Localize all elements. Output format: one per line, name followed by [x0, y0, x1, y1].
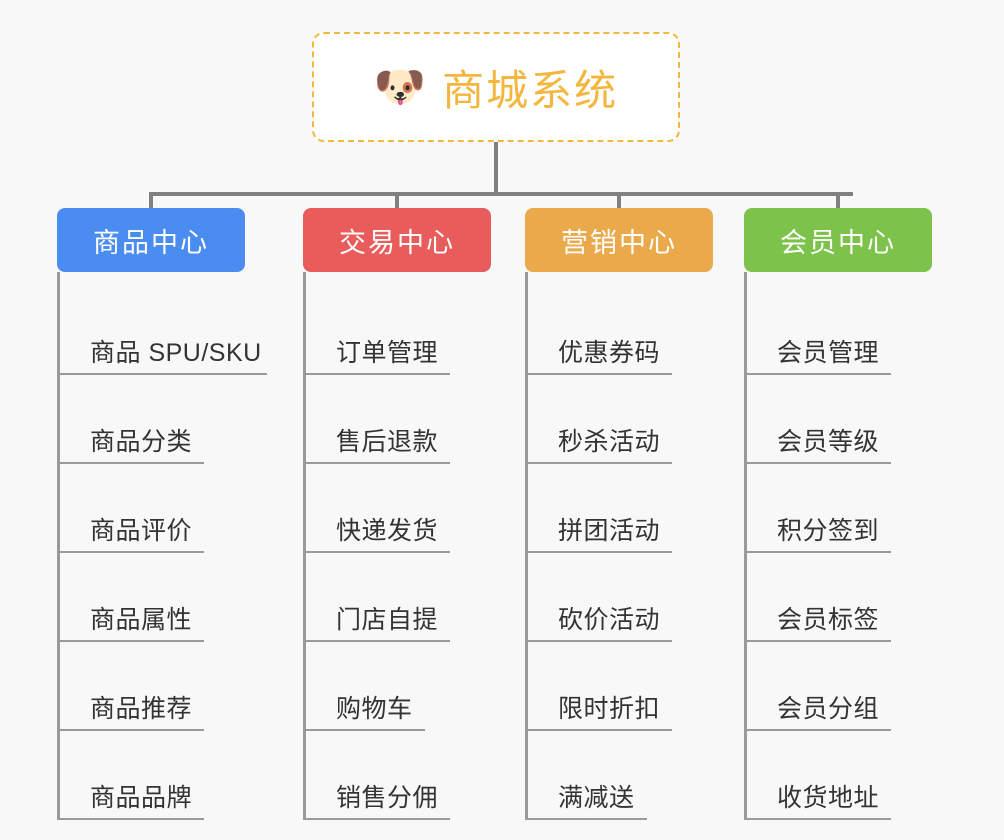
- list-item-underline: [747, 818, 891, 820]
- connector-drop-3: [617, 192, 621, 210]
- list-item[interactable]: 秒杀活动: [528, 375, 716, 464]
- category-header-1[interactable]: 商品中心: [57, 208, 245, 272]
- list-item[interactable]: 订单管理: [306, 286, 494, 375]
- list-item-label: 商品属性: [90, 606, 193, 634]
- list-item-label: 会员标签: [777, 606, 880, 634]
- list-item-underline: [60, 462, 204, 464]
- list-item[interactable]: 门店自提: [306, 553, 494, 642]
- list-item-label: 限时折扣: [558, 695, 661, 723]
- list-item-label: 积分签到: [777, 517, 880, 545]
- list-item-underline: [747, 729, 891, 731]
- list-item-underline: [528, 373, 672, 375]
- list-item-underline: [306, 373, 450, 375]
- list-item-underline: [747, 551, 891, 553]
- list-item[interactable]: 会员分组: [747, 642, 935, 731]
- list-item-label: 商品分类: [90, 428, 193, 456]
- category-items-3: 优惠券码秒杀活动拼团活动砍价活动限时折扣满减送: [525, 272, 716, 820]
- list-item-label: 秒杀活动: [558, 428, 661, 456]
- connector-drop-1: [149, 192, 153, 210]
- list-item-underline: [306, 818, 450, 820]
- list-item-label: 商品推荐: [90, 695, 193, 723]
- list-item[interactable]: 售后退款: [306, 375, 494, 464]
- list-item[interactable]: 购物车: [306, 642, 494, 731]
- list-item-underline: [747, 462, 891, 464]
- list-item-label: 快递发货: [336, 517, 439, 545]
- connector-root-stem: [494, 142, 498, 194]
- connector-drop-2: [395, 192, 399, 210]
- category-column-1: 商品中心商品 SPU/SKU 商品分类商品评价商品属性商品推荐商品品牌: [57, 208, 267, 820]
- list-item-underline: [60, 818, 204, 820]
- category-header-2[interactable]: 交易中心: [303, 208, 491, 272]
- list-item[interactable]: 商品推荐: [60, 642, 248, 731]
- list-item[interactable]: 会员标签: [747, 553, 935, 642]
- list-item-underline: [60, 640, 204, 642]
- category-column-3: 营销中心优惠券码秒杀活动拼团活动砍价活动限时折扣满减送: [525, 208, 713, 820]
- category-items-4: 会员管理会员等级积分签到会员标签会员分组收货地址: [744, 272, 935, 820]
- list-item-underline: [528, 462, 672, 464]
- list-item-label: 会员等级: [777, 428, 880, 456]
- list-item-label: 收货地址: [777, 784, 880, 812]
- root-node-shop-system[interactable]: 🐶 商城系统: [312, 32, 680, 142]
- list-item-underline: [60, 729, 204, 731]
- list-item-label: 门店自提: [336, 606, 439, 634]
- list-item[interactable]: 销售分佣: [306, 731, 494, 820]
- list-item-underline: [306, 462, 450, 464]
- list-item-underline: [60, 373, 267, 375]
- list-item[interactable]: 商品 SPU/SKU: [60, 286, 267, 375]
- list-item-label: 购物车: [336, 695, 413, 723]
- category-header-4[interactable]: 会员中心: [744, 208, 932, 272]
- list-item-label: 商品 SPU/SKU: [90, 339, 262, 367]
- list-item-underline: [306, 729, 425, 731]
- list-item-underline: [747, 640, 891, 642]
- list-item[interactable]: 拼团活动: [528, 464, 716, 553]
- list-item-underline: [60, 551, 204, 553]
- category-header-3[interactable]: 营销中心: [525, 208, 713, 272]
- list-item[interactable]: 优惠券码: [528, 286, 716, 375]
- list-item-underline: [528, 729, 672, 731]
- dog-face-icon: 🐶: [373, 63, 427, 110]
- category-items-2: 订单管理售后退款快递发货门店自提购物车销售分佣: [303, 272, 494, 820]
- list-item-underline: [747, 373, 891, 375]
- category-items-1: 商品 SPU/SKU 商品分类商品评价商品属性商品推荐商品品牌: [57, 272, 267, 820]
- list-item[interactable]: 会员管理: [747, 286, 935, 375]
- list-item-label: 会员管理: [777, 339, 880, 367]
- list-item-label: 销售分佣: [336, 784, 439, 812]
- list-item-label: 拼团活动: [558, 517, 661, 545]
- list-item[interactable]: 快递发货: [306, 464, 494, 553]
- category-column-4: 会员中心会员管理会员等级积分签到会员标签会员分组收货地址: [744, 208, 932, 820]
- root-node-title: 商城系统: [442, 66, 619, 114]
- list-item-label: 会员分组: [777, 695, 880, 723]
- connector-horizontal-bus: [149, 192, 853, 196]
- list-item-underline: [528, 551, 672, 553]
- connector-drop-4: [836, 192, 840, 210]
- list-item[interactable]: 商品品牌: [60, 731, 248, 820]
- list-item-underline: [306, 551, 450, 553]
- list-item[interactable]: 满减送: [528, 731, 716, 820]
- list-item[interactable]: 砍价活动: [528, 553, 716, 642]
- list-item-underline: [306, 640, 450, 642]
- list-item[interactable]: 积分签到: [747, 464, 935, 553]
- list-item[interactable]: 限时折扣: [528, 642, 716, 731]
- list-item[interactable]: 会员等级: [747, 375, 935, 464]
- list-item-label: 优惠券码: [558, 339, 661, 367]
- list-item-underline: [528, 640, 672, 642]
- list-item-label: 商品评价: [90, 517, 193, 545]
- list-item-label: 商品品牌: [90, 784, 193, 812]
- category-column-2: 交易中心订单管理售后退款快递发货门店自提购物车销售分佣: [303, 208, 491, 820]
- list-item-label: 售后退款: [336, 428, 439, 456]
- list-item[interactable]: 商品分类: [60, 375, 248, 464]
- list-item-label: 砍价活动: [558, 606, 661, 634]
- list-item[interactable]: 商品属性: [60, 553, 248, 642]
- list-item-label: 满减送: [558, 784, 635, 812]
- list-item-underline: [528, 818, 647, 820]
- list-item[interactable]: 收货地址: [747, 731, 935, 820]
- list-item-label: 订单管理: [336, 339, 439, 367]
- list-item[interactable]: 商品评价: [60, 464, 248, 553]
